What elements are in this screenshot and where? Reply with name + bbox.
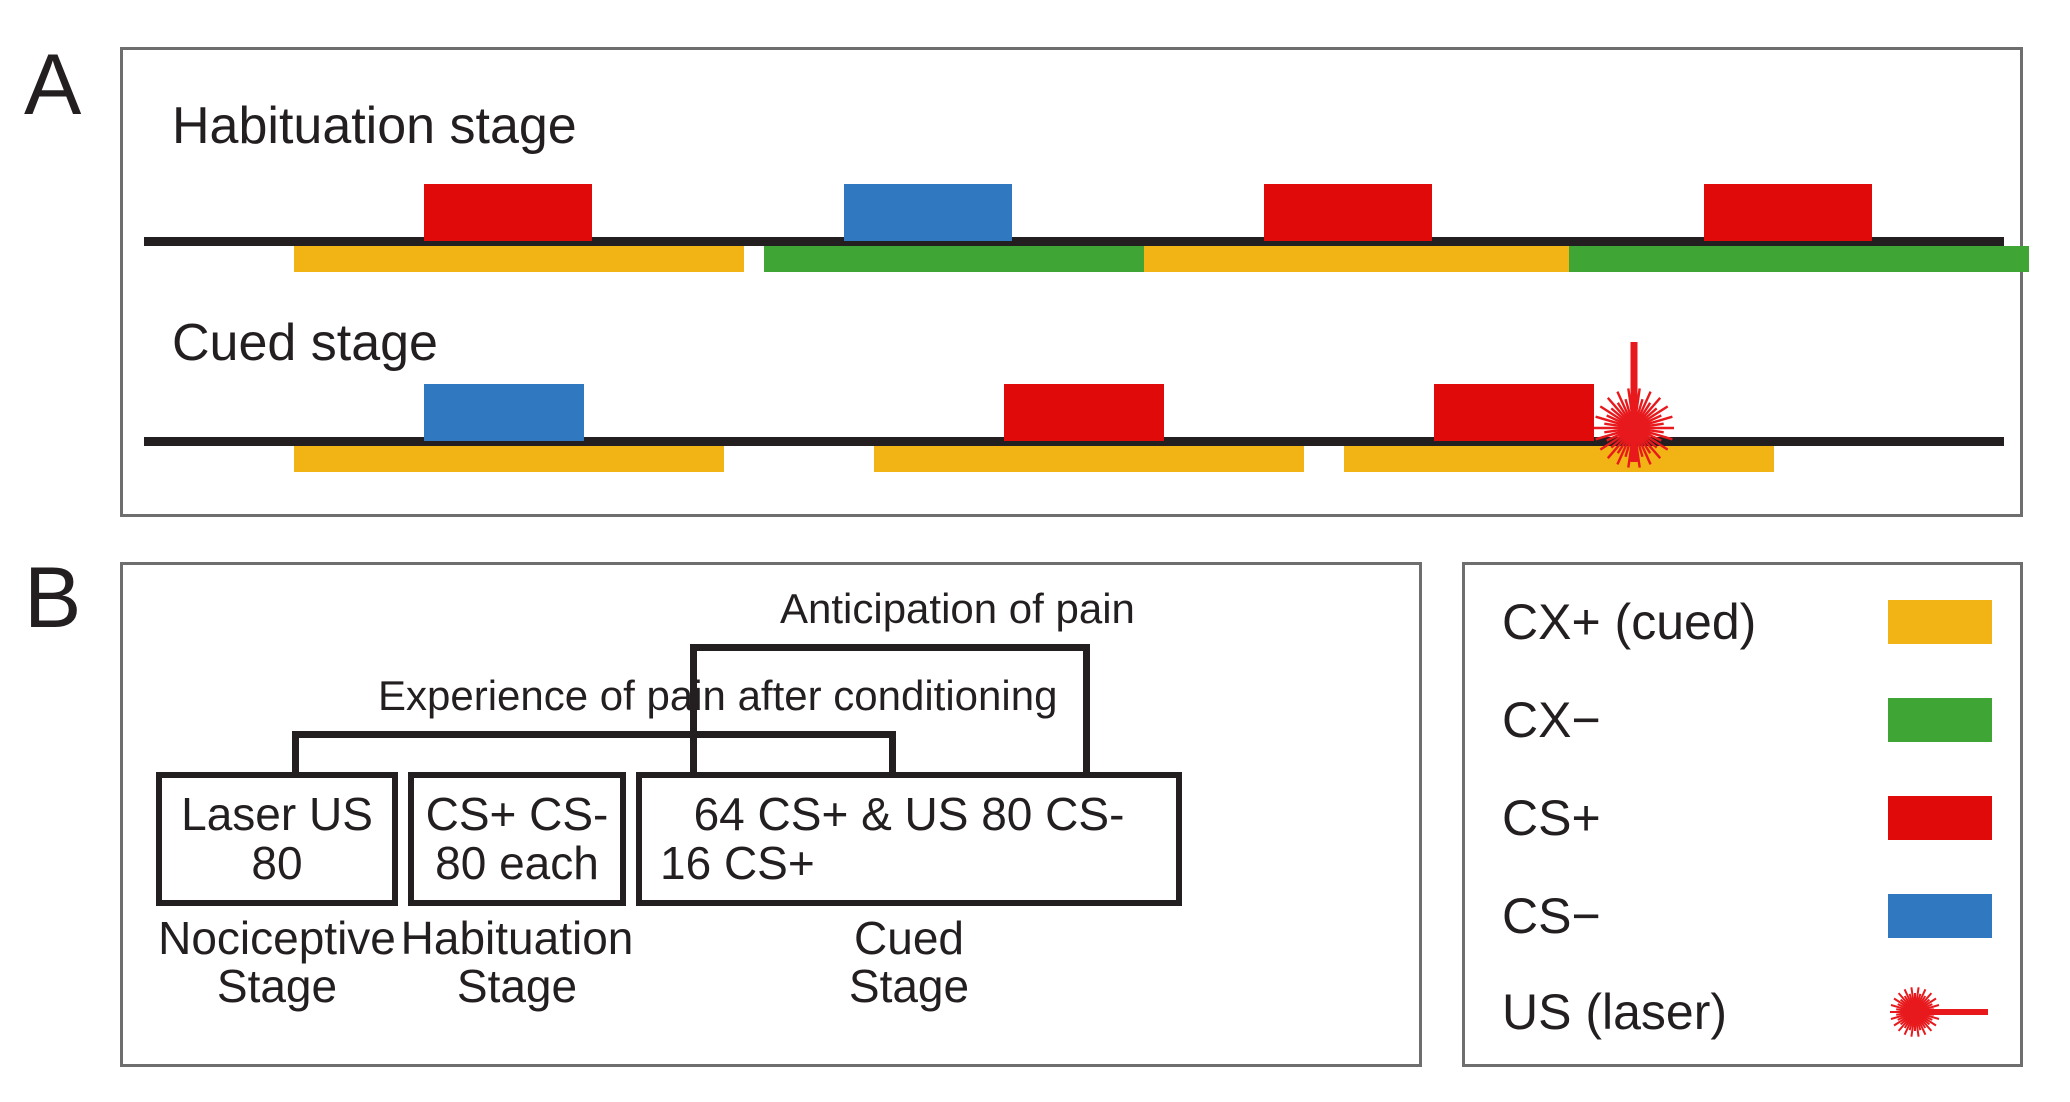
context-bar-cx-plus [294,446,724,472]
context-bar-cx-plus [1144,246,1594,272]
laser-burst-icon [1888,985,1992,1039]
stage-caption-nociceptive: Nociceptive Stage [136,914,418,1011]
legend-list: CX+ (cued) CX− CS+ CS− US (laser) [1462,562,2023,1067]
habituation-timeline [120,180,2029,290]
color-swatch-red [1888,796,1992,840]
caption-line: Nociceptive [158,912,396,964]
cue-bar-cs-plus [1704,184,1872,241]
color-swatch-amber [1888,600,1992,644]
laser-burst-icon [1574,332,1694,472]
cue-bar-cs-plus [424,184,592,241]
bracket-stems [120,644,1422,779]
box-line: 80 [251,837,303,889]
cued-stage-title: Cued stage [172,314,438,372]
legend-label: US (laser) [1502,984,1728,1040]
color-swatch-green [1888,698,1992,742]
box-line: 64 CS+ & US 80 CS- [693,787,1125,840]
cue-bar-cs-plus [1434,384,1594,441]
caption-line: Habituation [400,912,634,964]
caption-line: Stage [456,960,578,1013]
legend-label: CX− [1502,692,1601,748]
box-line: 80 each [435,837,599,889]
legend-row: CS− [1502,886,1992,946]
caption-line: Stage [216,960,338,1013]
legend-row: CS+ [1502,788,1992,848]
context-bar-cx-minus [1569,246,2029,272]
stage-box-nociceptive: Laser US 80 [156,772,398,906]
caption-line: Cued [854,912,964,964]
legend-label: CS+ [1502,790,1601,846]
caption-line: Stage [848,960,970,1013]
panel-letter-a: A [24,37,82,133]
stage-caption-habituation: Habituation Stage [398,914,636,1011]
cue-bar-cs-minus [844,184,1012,241]
context-bar-cx-plus [294,246,744,272]
box-line: 16 CS+ [660,837,815,889]
box-line: CS+ CS- [425,787,609,840]
context-bar-cx-minus [764,246,1214,272]
legend-row: US (laser) [1502,982,1992,1042]
experiment-flow-diagram: Anticipation of pain Experience of pain … [120,562,1422,1067]
legend-row: CX+ (cued) [1502,592,1992,652]
annotation-anticipation-of-pain: Anticipation of pain [780,585,1135,632]
habituation-stage-title: Habituation stage [172,97,577,155]
box-line: Laser US [181,787,373,840]
timeline-axis [144,437,2004,446]
cue-bar-cs-plus [1004,384,1164,441]
legend-label: CX+ (cued) [1502,594,1757,650]
legend-label: CS− [1502,888,1601,944]
color-swatch-blue [1888,894,1992,938]
stage-box-habituation: CS+ CS- 80 each [408,772,626,906]
timeline-axis [144,237,2004,246]
stage-box-cued: 64 CS+ & US 80 CS- 16 CS+ [636,772,1182,906]
context-bar-cx-plus [874,446,1304,472]
panel-letter-b: B [24,550,82,646]
stage-caption-cued: Cued Stage [636,914,1182,1011]
legend-row: CX− [1502,690,1992,750]
cued-timeline [120,342,2023,490]
cue-bar-cs-plus [1264,184,1432,241]
context-bar-cx-plus [1344,446,1774,472]
cue-bar-cs-minus [424,384,584,441]
annotation-experience-of-pain: Experience of pain after conditioning [378,672,1058,719]
